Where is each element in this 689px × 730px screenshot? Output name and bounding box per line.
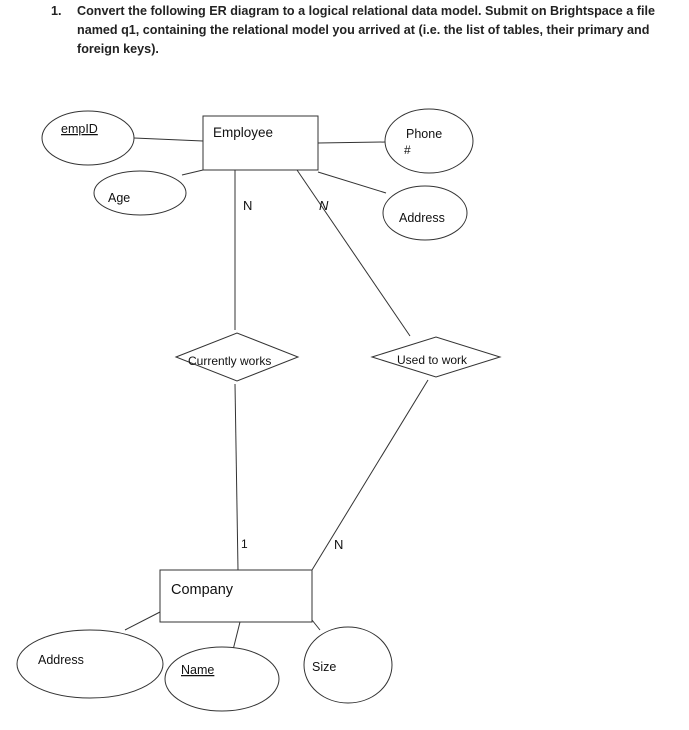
cardinality-employee-currently: N (243, 198, 252, 213)
line-company-address (124, 611, 161, 631)
employee-entity (202, 115, 319, 171)
currently-works-label: Currently works (188, 354, 271, 368)
used-to-work-relationship (370, 336, 502, 378)
age-label: Age (108, 191, 130, 205)
question-text: Convert the following ER diagram to a lo… (77, 4, 655, 56)
line-employee-usedtowork (296, 169, 411, 337)
line-currently-company (234, 383, 239, 571)
line-company-size (311, 619, 321, 631)
name-label: Name (181, 663, 214, 677)
cardinality-company-currently: 1 (241, 537, 248, 551)
currently-works-relationship (174, 332, 300, 382)
company-entity (159, 569, 313, 623)
line-phone-employee (317, 141, 387, 144)
size-label: Size (312, 660, 336, 674)
phone-attribute (384, 108, 474, 174)
line-company-name (232, 621, 241, 651)
emp-address-attribute (382, 185, 468, 241)
empid-label: empID (61, 122, 98, 136)
empid-attribute (41, 110, 135, 166)
name-attribute (164, 646, 280, 712)
line-usedtowork-company (311, 379, 429, 571)
company-label: Company (171, 582, 234, 598)
question-number: 1. (51, 4, 62, 18)
used-to-work-label: Used to work (397, 353, 468, 367)
phone-label: Phone (406, 127, 442, 141)
emp-address-label: Address (399, 211, 445, 225)
size-attribute (303, 626, 393, 704)
line-address-employee (317, 171, 387, 194)
line-empid-employee (133, 137, 204, 142)
phone-hash-label: # (404, 143, 411, 157)
age-attribute (93, 170, 187, 216)
company-address-label: Address (38, 653, 84, 667)
cardinality-employee-used: N (319, 198, 329, 213)
line-age-employee (181, 169, 204, 176)
employee-label: Employee (213, 125, 273, 140)
cardinality-company-used: N (334, 537, 343, 552)
company-address-attribute (16, 629, 164, 699)
